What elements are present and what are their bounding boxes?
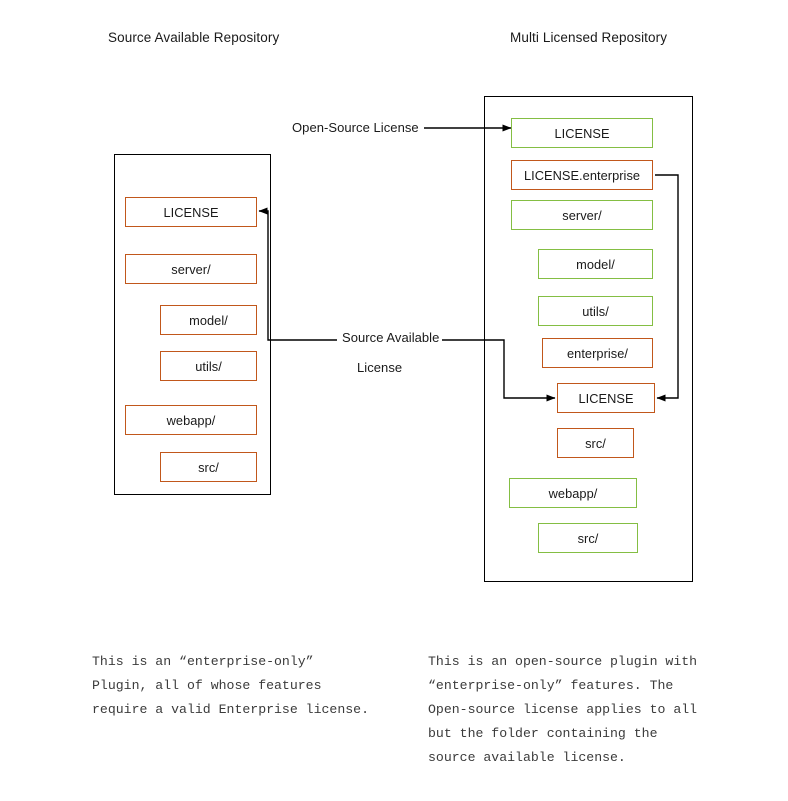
right-node-enterprise[interactable]: enterprise/	[542, 338, 653, 368]
annotation-source-available-line1: Source Available	[342, 330, 440, 345]
right-node-license-source-available[interactable]: LICENSE	[557, 383, 655, 413]
right-node-license-open[interactable]: LICENSE	[511, 118, 653, 148]
right-node-utils[interactable]: utils/	[538, 296, 653, 326]
right-repository-container	[484, 96, 693, 582]
left-node-license[interactable]: LICENSE	[125, 197, 257, 227]
left-node-webapp[interactable]: webapp/	[125, 405, 257, 435]
right-node-webapp[interactable]: webapp/	[509, 478, 637, 508]
left-node-model[interactable]: model/	[160, 305, 257, 335]
left-node-server[interactable]: server/	[125, 254, 257, 284]
right-repository-title: Multi Licensed Repository	[510, 30, 668, 45]
left-node-utils[interactable]: utils/	[160, 351, 257, 381]
left-caption: This is an “enterprise-only” Plugin, all…	[92, 654, 369, 717]
left-repository-title: Source Available Repository	[108, 30, 280, 45]
annotation-source-available-line2: License	[357, 360, 403, 375]
right-node-model[interactable]: model/	[538, 249, 653, 279]
annotation-open-source-license: Open-Source License	[292, 120, 419, 135]
right-caption: This is an open-source plugin with “ente…	[428, 654, 698, 765]
left-node-src[interactable]: src/	[160, 452, 257, 482]
right-node-server[interactable]: server/	[511, 200, 653, 230]
right-node-license-enterprise[interactable]: LICENSE.enterprise	[511, 160, 653, 190]
right-node-enterprise-src[interactable]: src/	[557, 428, 634, 458]
right-node-webapp-src[interactable]: src/	[538, 523, 638, 553]
